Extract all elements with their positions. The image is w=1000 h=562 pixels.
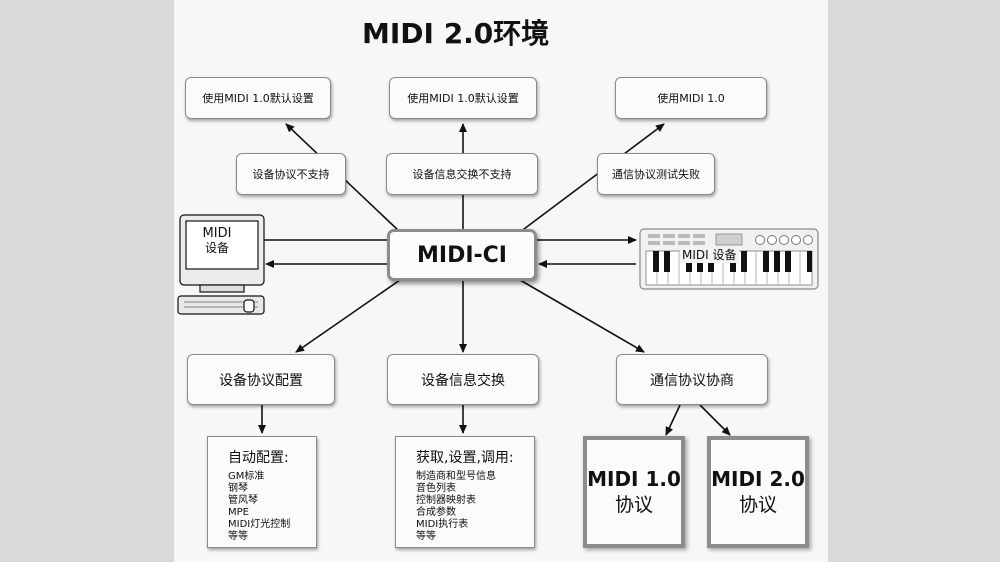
arrow-center-to-protocol-config <box>295 279 401 353</box>
protocol-midi2-sub: 协议 <box>738 494 777 516</box>
protocol-midi2-box: MIDI 2.0 协议 <box>707 436 809 548</box>
list-item: 制造商和型号信息 <box>416 471 496 482</box>
computer-icon <box>177 214 265 315</box>
protocol-midi1-box: MIDI 1.0 协议 <box>583 436 685 548</box>
list-item: MPE <box>228 507 249 518</box>
info-exchange-heading: 获取,设置,调用: <box>416 450 514 466</box>
computer-label-line1: MIDI <box>202 226 232 241</box>
function-protocol-config: 设备协议配置 <box>187 354 335 405</box>
list-item: MIDI灯光控制 <box>228 519 291 530</box>
function-info-exchange: 设备信息交换 <box>387 354 539 405</box>
page-title: MIDI 2.0环境 <box>362 17 550 50</box>
protocol-midi1-name: MIDI 1.0 <box>587 467 681 491</box>
auto-config-list: 自动配置: GM标准 钢琴 管风琴 MPE MIDI灯光控制 等等 <box>207 436 317 548</box>
arrow-negotiation-to-midi2 <box>699 404 731 436</box>
protocol-midi1-sub: 协议 <box>614 494 653 516</box>
result-use-midi1: 使用MIDI 1.0 <box>615 77 767 119</box>
keyboard-label: MIDI 设备 <box>680 246 739 263</box>
function-protocol-negotiation: 通信协议协商 <box>616 354 768 405</box>
failure-protocol-unsupported: 设备协议不支持 <box>236 153 346 195</box>
result-default-settings-middle: 使用MIDI 1.0默认设置 <box>389 77 537 119</box>
arrow-center-to-top-right <box>519 123 665 233</box>
protocol-midi2-name: MIDI 2.0 <box>711 467 805 491</box>
computer-label-line2: 设备 <box>204 241 229 255</box>
list-item: 音色列表 <box>416 483 456 494</box>
list-item: 等等 <box>416 531 436 542</box>
list-item: 钢琴 <box>228 483 248 494</box>
arrow-negotiation-to-midi1 <box>665 404 681 436</box>
arrow-center-to-negotiation <box>519 279 645 353</box>
auto-config-heading: 自动配置: <box>228 450 289 466</box>
list-item: 控制器映射表 <box>416 495 476 506</box>
computer-label: MIDI 设备 <box>187 226 247 256</box>
failure-info-exchange-unsupported: 设备信息交换不支持 <box>386 153 538 195</box>
list-item: GM标准 <box>228 471 265 482</box>
list-item: 管风琴 <box>228 495 258 506</box>
list-item: MIDI执行表 <box>416 519 469 530</box>
list-item: 合成参数 <box>416 507 456 518</box>
result-default-settings-left: 使用MIDI 1.0默认设置 <box>185 77 331 119</box>
info-exchange-list: 获取,设置,调用: 制造商和型号信息 音色列表 控制器映射表 合成参数 MIDI… <box>395 436 535 548</box>
midi-ci-node: MIDI-CI <box>387 229 537 281</box>
failure-protocol-test-failed: 通信协议测试失败 <box>597 153 715 195</box>
list-item: 等等 <box>228 531 248 542</box>
